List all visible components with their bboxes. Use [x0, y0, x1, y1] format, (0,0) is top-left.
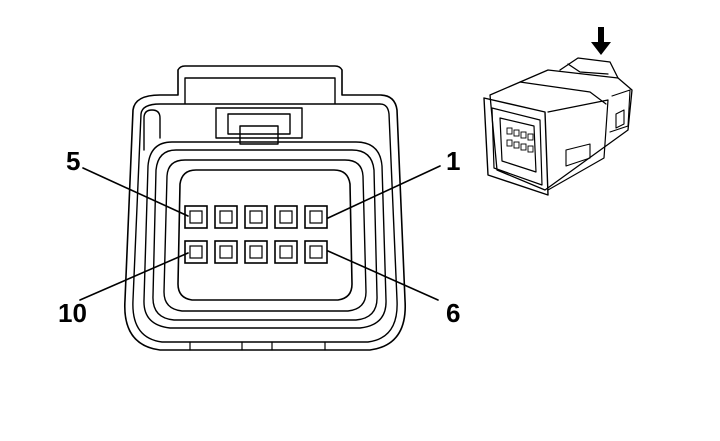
terminal-cavity: [274, 240, 298, 264]
arrow-down-icon: [591, 27, 611, 55]
terminal-cavities: [184, 205, 328, 264]
pin-label-10: 10: [58, 298, 87, 328]
terminal-cavity: [214, 240, 238, 264]
terminal-cavity-inner: [249, 245, 263, 259]
terminal-cavity: [214, 205, 238, 229]
terminal-cavity-inner: [249, 210, 263, 224]
terminal-cavity-inner: [189, 245, 203, 259]
terminal-cavity-inner: [219, 245, 233, 259]
latch-window: [215, 107, 303, 145]
connector-isometric-view: [483, 57, 633, 196]
terminal-cavity-inner: [309, 210, 323, 224]
terminal-cavity: [244, 205, 268, 229]
leader-line-pin-10: [79, 252, 189, 301]
leader-line-pin-1: [327, 165, 441, 219]
leader-line-pin-6: [327, 250, 439, 301]
leader-line-pin-5: [82, 167, 189, 217]
terminal-cavity-inner: [279, 245, 293, 259]
terminal-cavity: [244, 240, 268, 264]
terminal-cavity-inner: [189, 210, 203, 224]
pin-label-6: 6: [446, 298, 460, 328]
pin-label-1: 1: [446, 146, 460, 176]
terminal-cavity-inner: [279, 210, 293, 224]
bottom-ribs: [189, 341, 326, 351]
terminal-cavity-inner: [309, 245, 323, 259]
terminal-cavity: [304, 240, 328, 264]
leader-lines: [79, 165, 441, 301]
terminal-cavity: [184, 240, 208, 264]
terminal-cavity: [184, 205, 208, 229]
connector-face: [124, 65, 406, 351]
terminal-cavity: [304, 205, 328, 229]
pin-label-5: 5: [66, 146, 80, 176]
terminal-cavity-inner: [219, 210, 233, 224]
terminal-cavity: [274, 205, 298, 229]
